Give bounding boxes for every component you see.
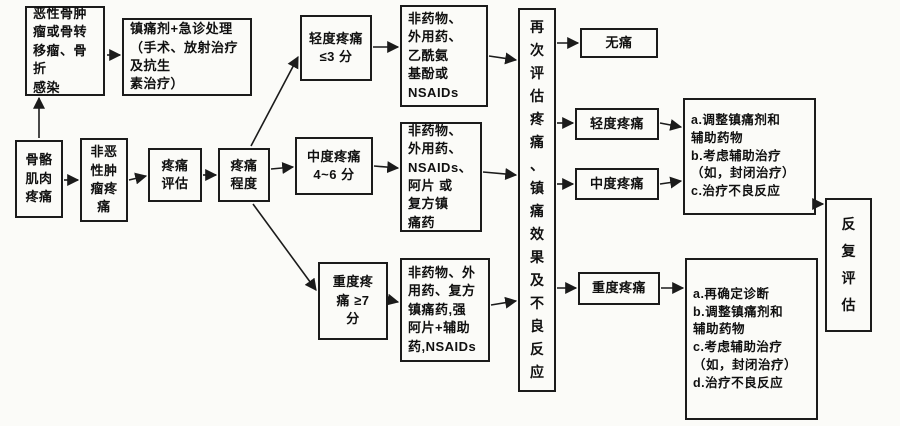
- node-analgesic-emergency-treatment: 镇痛剂+急诊处理 （手术、放射治疗及抗生 素治疗）: [122, 18, 252, 96]
- arrow-moderateresult-to-action: [659, 176, 683, 189]
- arrow-treatmild-to-reassess: [488, 52, 518, 65]
- arrow-nonmalignant-to-assessment: [128, 172, 148, 185]
- node-nonmalignant-tumor-pain: 非恶 性肿 瘤疼 痛: [80, 138, 128, 222]
- node-musculoskeletal-pain: 骨骼 肌肉 疼痛: [15, 140, 63, 218]
- arrow-treatsevere-to-reassess: [490, 296, 518, 309]
- node-reassessment-effect-adverse: 再 次 评 估 疼 痛 、 镇 痛 效 果 及 不 良 反 应: [518, 8, 556, 392]
- node-mild-pain: 轻度疼痛 ≤3 分: [300, 15, 372, 81]
- arrow-degree-to-mild: [250, 55, 299, 147]
- node-action-severe: a.再确定诊断 b.调整镇痛剂和 辅助药物 c.考虑辅助治疗 （如，封闭治疗） …: [685, 258, 818, 420]
- arrow-treatmoderate-to-reassess: [482, 168, 518, 180]
- arrow-degree-to-moderate: [270, 162, 295, 174]
- arrow-severe-to-treatment: [386, 293, 400, 306]
- node-treatment-moderate: 非药物、 外用药、 NSAIDs、 阿片 或 复方镇 痛药: [400, 122, 482, 232]
- node-malignant-bone-tumor: 恶性骨肿 瘤或骨转 移瘤、骨折 感染: [25, 6, 105, 96]
- node-mild-pain-result: 轻度疼痛: [575, 108, 659, 140]
- arrow-degree-to-severe: [252, 203, 317, 291]
- node-treatment-mild: 非药物、 外用药、 乙酰氨 基酚或 NSAIDs: [400, 5, 488, 107]
- node-action-mild-moderate: a.调整镇痛剂和 辅助药物 b.考虑辅助治疗 （如，封闭治疗） c.治疗不良反应: [683, 98, 816, 215]
- arrow-moderate-to-treatment: [373, 161, 400, 174]
- node-no-pain: 无痛: [580, 28, 658, 58]
- node-repeat-evaluation: 反 复 评 估: [825, 198, 872, 332]
- node-severe-pain-result: 重度疼痛: [578, 272, 660, 305]
- node-pain-assessment: 疼痛 评估: [148, 148, 202, 202]
- node-moderate-pain: 中度疼痛 4~6 分: [295, 137, 373, 195]
- node-moderate-pain-result: 中度疼痛: [575, 168, 659, 200]
- node-pain-degree: 疼痛 程度: [218, 148, 270, 202]
- arrow-mildresult-to-action: [659, 119, 683, 131]
- node-severe-pain: 重度疼 痛 ≥7 分: [318, 262, 388, 340]
- node-treatment-severe: 非药物、外 用药、复方 镇痛药,强 阿片+辅助 药,NSAIDs: [400, 258, 490, 362]
